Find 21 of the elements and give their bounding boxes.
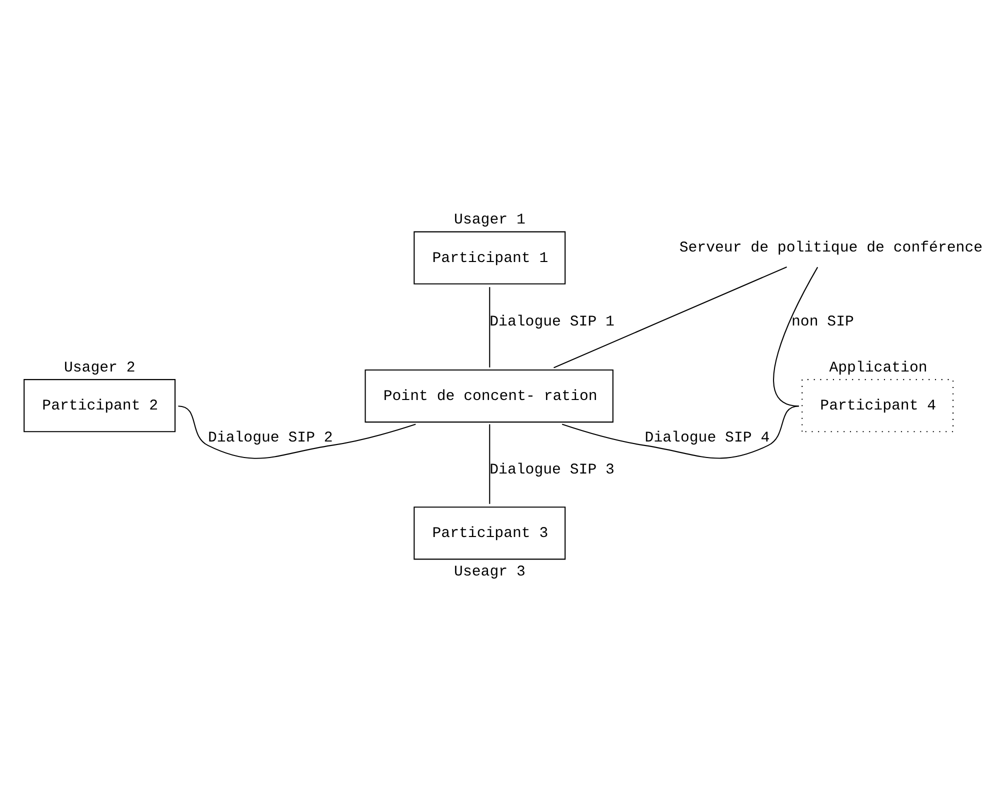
edge-label: Dialogue SIP 1 [490,314,614,330]
node-label: Usager 1 [454,212,526,228]
node-text: Serveur de politique de conférence [679,240,983,256]
node-label: Usager 2 [64,360,136,376]
edge-label: Dialogue SIP 3 [490,462,614,478]
edge-label: Dialogue SIP 2 [208,430,333,446]
connector [773,266,818,406]
connector [178,405,416,458]
connector [554,266,787,368]
connector [489,286,490,367]
edge-label: Dialogue SIP 4 [644,430,770,446]
node-label: Useagr 3 [454,564,526,580]
node-box: Point de concent- ration [364,368,614,422]
node-box: Participant 2 [24,378,176,432]
node-box: Participant 3 [414,506,566,560]
node-label: Application [829,360,928,376]
node-box: Participant 4 [802,378,954,432]
node-box: Participant 1 [414,230,566,284]
connector [562,405,799,458]
edge-label: non SIP [791,314,854,330]
connector [489,424,490,504]
